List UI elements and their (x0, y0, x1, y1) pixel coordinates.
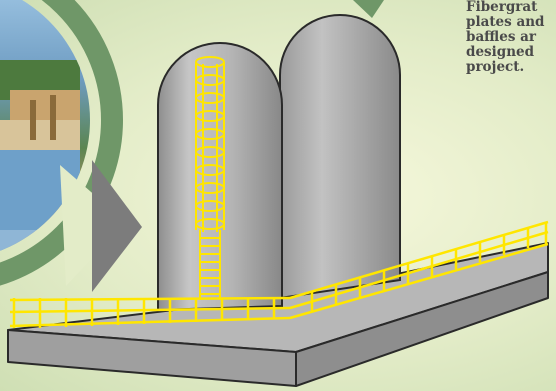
decorative-frame-corner (353, 0, 384, 18)
rear-tank (280, 15, 400, 298)
caption-text: Fibergrat plates and baffles ar designed… (466, 0, 556, 75)
caption-line: Fibergrat (466, 0, 556, 15)
caption-line: baffles ar (466, 30, 556, 45)
caption-line: plates and (466, 15, 556, 30)
caption-line: project. (466, 60, 556, 75)
right-arrow-icon (60, 160, 142, 292)
caption-line: designed (466, 45, 556, 60)
